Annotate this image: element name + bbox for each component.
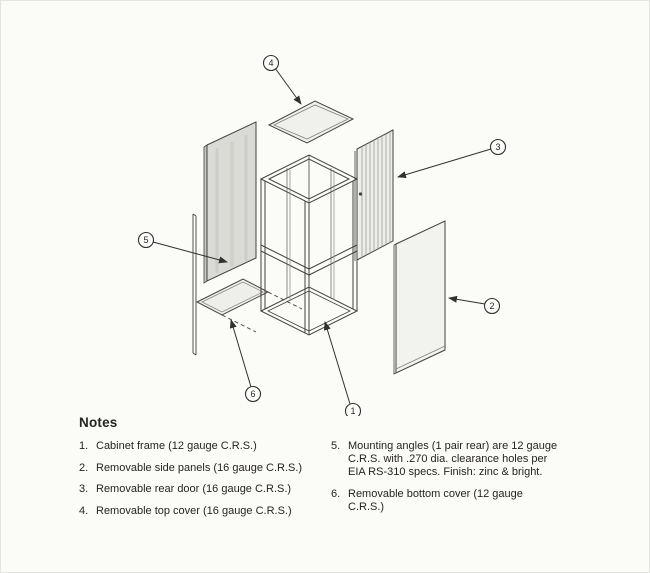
note-text: Removable rear door (16 gauge C.R.S.): [96, 483, 292, 496]
note-number: 6.: [331, 488, 341, 501]
bottom-cover-panel: [195, 278, 303, 333]
exploded-view-diagram: 1 2 3 4 5 6: [137, 54, 507, 416]
note-text: Cabinet frame (12 gauge C.R.S.): [96, 440, 257, 452]
callout-5: 5: [137, 231, 228, 264]
notes-columns: 1. Cabinet frame (12 gauge C.R.S.) 2. Re…: [79, 440, 639, 527]
mounting-angle-strip: [192, 213, 197, 356]
note-text: Removable side panels (16 gauge C.R.S.): [96, 461, 303, 474]
note-item-5: 5. Mounting angles (1 pair rear) are 12 …: [331, 440, 579, 480]
note-text: Removable top cover (16 gauge C.R.S.): [96, 505, 292, 518]
cabinet-frame: [259, 154, 359, 336]
callout-5-label: 5: [143, 235, 148, 245]
callout-4-label: 4: [268, 58, 273, 68]
callout-3: 3: [397, 138, 507, 179]
notes-section: Notes 1. Cabinet frame (12 gauge C.R.S.)…: [79, 415, 639, 527]
note-item-1: 1. Cabinet frame (12 gauge C.R.S.): [79, 440, 331, 453]
note-item-3: 3. Removable rear door (16 gauge C.R.S.): [79, 483, 331, 496]
callout-2: 2: [448, 295, 501, 315]
note-text: Mounting angles (1 pair rear) are 12 gau…: [348, 440, 558, 479]
note-number: 2.: [79, 461, 89, 474]
note-item-4: 4. Removable top cover (16 gauge C.R.S.): [79, 505, 331, 518]
note-number: 5.: [331, 440, 341, 452]
note-number: 4.: [79, 505, 89, 518]
callout-6-label: 6: [250, 389, 255, 399]
callout-1-label: 1: [350, 406, 355, 416]
callout-2-label: 2: [489, 301, 494, 311]
notes-column-left: 1. Cabinet frame (12 gauge C.R.S.) 2. Re…: [79, 440, 331, 527]
callout-6: 6: [229, 319, 262, 403]
callout-3-label: 3: [495, 142, 500, 152]
right-side-panel: [393, 220, 446, 375]
notes-heading: Notes: [79, 415, 118, 430]
rear-door-panel: [354, 129, 394, 261]
notes-column-right: 5. Mounting angles (1 pair rear) are 12 …: [331, 440, 579, 523]
note-item-6: 6. Removable bottom cover (12 gauge C.R.…: [331, 488, 579, 514]
callout-4: 4: [262, 54, 302, 105]
door-latch-dot: [358, 192, 363, 196]
note-number: 1.: [79, 440, 89, 452]
note-item-2: 2. Removable side panels (16 gauge C.R.S…: [79, 462, 331, 475]
note-number: 3.: [79, 483, 89, 496]
top-cover-panel: [267, 100, 355, 144]
callout-1: 1: [323, 321, 362, 416]
left-side-panel: [203, 121, 257, 284]
note-text: Removable bottom cover (12 gauge C.R.S.): [348, 488, 523, 514]
